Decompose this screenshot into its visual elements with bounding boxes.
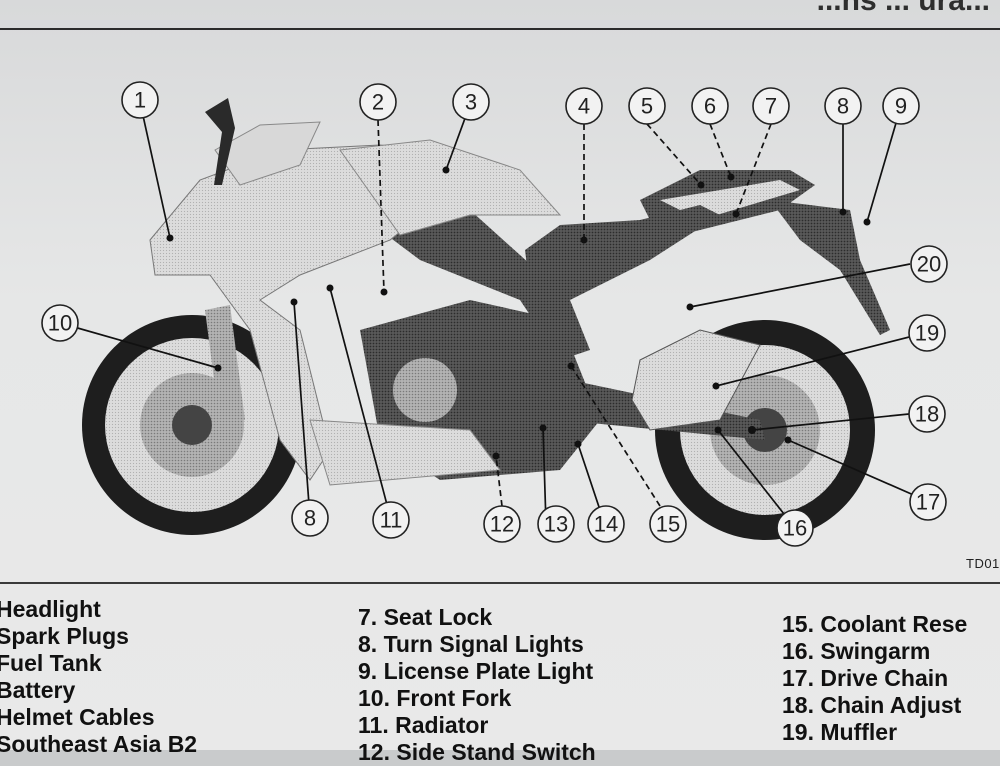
svg-text:18: 18 bbox=[915, 402, 939, 427]
svg-text:8: 8 bbox=[837, 94, 849, 119]
svg-text:11: 11 bbox=[380, 508, 403, 533]
callout-1: 1 bbox=[121, 81, 159, 119]
muffler bbox=[631, 329, 761, 431]
seat bbox=[525, 205, 720, 300]
svg-text:6: 6 bbox=[704, 94, 716, 119]
lower-cowl bbox=[309, 419, 501, 486]
svg-text:20: 20 bbox=[917, 252, 941, 277]
svg-text:5: 5 bbox=[641, 94, 653, 119]
callout-11: 11 bbox=[372, 501, 410, 539]
legend-item: 7. Seat Lock bbox=[358, 604, 493, 630]
callout-4: 4 bbox=[565, 87, 603, 125]
callout-19: 19 bbox=[908, 314, 946, 352]
svg-text:12: 12 bbox=[490, 512, 514, 537]
legend-item: 19. Muffler bbox=[782, 719, 898, 745]
svg-text:9: 9 bbox=[895, 94, 907, 119]
fuel-tank bbox=[339, 139, 562, 236]
legend-item: 16. Swingarm bbox=[782, 638, 931, 664]
svg-text:3: 3 bbox=[465, 90, 477, 115]
motorcycle-illustration: 1 2 3 4 5 6 7 8 9 10 11 12 13 14 15 16 1… bbox=[41, 81, 948, 547]
legend-item: 17. Drive Chain bbox=[782, 665, 949, 691]
callout-20: 20 bbox=[910, 245, 948, 283]
legend-item: 15. Coolant Rese bbox=[782, 611, 968, 637]
legend-item: 12. Side Stand Switch bbox=[358, 739, 596, 765]
callout-8-bottom: 8 bbox=[291, 499, 329, 537]
svg-text:8: 8 bbox=[304, 506, 316, 531]
svg-text:1: 1 bbox=[134, 88, 146, 113]
legend-column-2: 7. Seat Lock 8. Turn Signal Lights 9. Li… bbox=[358, 604, 596, 766]
legend-item: 9. License Plate Light bbox=[358, 658, 594, 684]
callout-15: 15 bbox=[649, 505, 687, 543]
front-fairing bbox=[149, 144, 441, 481]
legend-item: Battery bbox=[0, 677, 76, 703]
callout-3: 3 bbox=[452, 83, 490, 121]
callout-12: 12 bbox=[483, 505, 521, 543]
svg-text:15: 15 bbox=[656, 512, 680, 537]
svg-text:10: 10 bbox=[48, 311, 72, 336]
figure-rule bbox=[0, 582, 1000, 584]
callout-6: 6 bbox=[691, 87, 729, 125]
callout-16: 16 bbox=[776, 509, 814, 547]
page-header: ...ns ... ura... bbox=[816, 0, 990, 17]
windshield bbox=[214, 121, 321, 186]
mirror bbox=[205, 98, 235, 185]
legend-column-1: Headlight Spark Plugs Fuel Tank Battery … bbox=[0, 596, 197, 758]
header-rule bbox=[0, 28, 1000, 30]
callout-18: 18 bbox=[908, 395, 946, 433]
svg-text:16: 16 bbox=[783, 516, 807, 541]
legend-item: Southeast Asia B2 bbox=[0, 731, 198, 757]
svg-text:17: 17 bbox=[916, 490, 940, 515]
legend-item: Headlight bbox=[0, 596, 101, 622]
svg-text:7: 7 bbox=[765, 94, 777, 119]
figure-code: TD01 bbox=[966, 556, 1000, 571]
callout-14: 14 bbox=[587, 505, 625, 543]
svg-text:2: 2 bbox=[372, 90, 384, 115]
legend-item: 18. Chain Adjust bbox=[782, 692, 962, 718]
legend-item: 11. Radiator bbox=[358, 712, 489, 738]
callout-9: 9 bbox=[882, 87, 920, 125]
svg-text:19: 19 bbox=[915, 321, 939, 346]
svg-text:4: 4 bbox=[578, 94, 590, 119]
legend-item: 8. Turn Signal Lights bbox=[358, 631, 584, 657]
callout-10: 10 bbox=[41, 304, 79, 342]
front-fork bbox=[205, 305, 245, 425]
callout-2: 2 bbox=[359, 83, 397, 121]
legend-column-3: 15. Coolant Rese 16. Swingarm 17. Drive … bbox=[782, 611, 967, 746]
frame bbox=[380, 210, 590, 360]
callout-7: 7 bbox=[752, 87, 790, 125]
legend-item: Spark Plugs bbox=[0, 623, 129, 649]
legend-item: 10. Front Fork bbox=[358, 685, 512, 711]
legend-item: Helmet Cables bbox=[0, 704, 155, 730]
legend-item: Fuel Tank bbox=[0, 650, 102, 676]
rear-fender bbox=[770, 200, 890, 335]
callout-8-top: 8 bbox=[824, 87, 862, 125]
callout-13: 13 bbox=[537, 505, 575, 543]
svg-text:14: 14 bbox=[594, 512, 618, 537]
callout-5: 5 bbox=[628, 87, 666, 125]
callout-17: 17 bbox=[909, 483, 947, 521]
svg-text:13: 13 bbox=[544, 512, 568, 537]
